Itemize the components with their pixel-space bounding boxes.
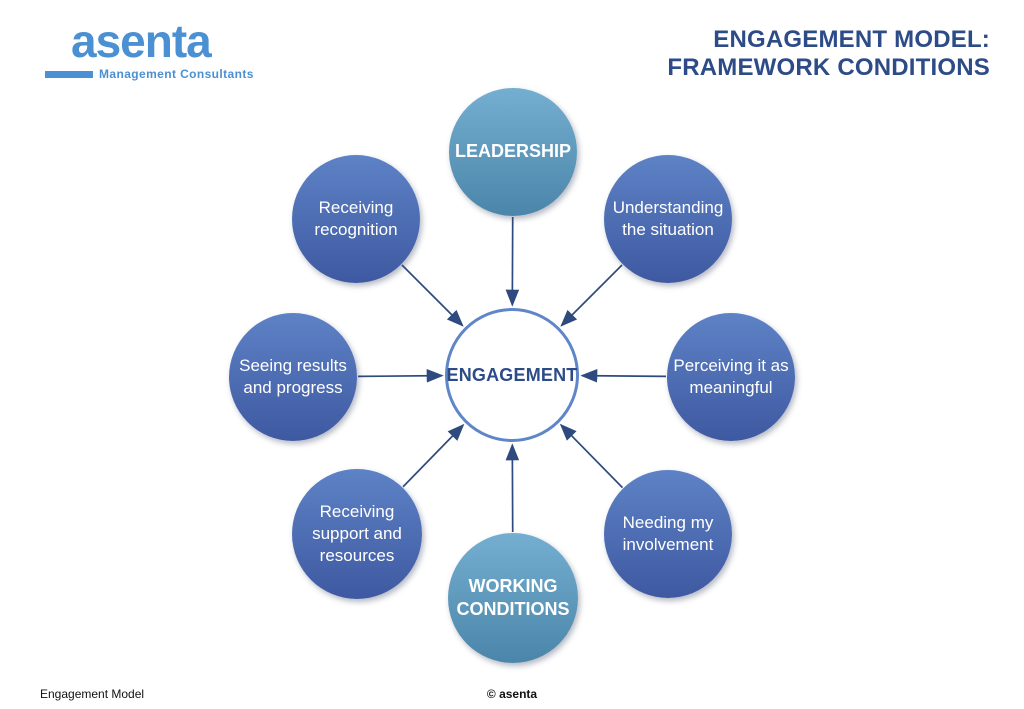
- node-label: Perceiving it as meaningful: [673, 356, 789, 397]
- slide-title-line2: FRAMEWORK CONDITIONS: [667, 54, 990, 81]
- slide-title: ENGAGEMENT MODEL: FRAMEWORK CONDITIONS: [667, 26, 990, 82]
- node-perceiving-it-as-meaningful: Perceiving it as meaningful: [667, 313, 795, 441]
- node-label: Receiving recognition: [314, 198, 398, 239]
- logo-wordmark: asenta: [71, 15, 212, 67]
- footer-copyright: © asenta: [486, 687, 538, 701]
- arrow-lines: [357, 216, 667, 533]
- asenta-logo: asenta Management Consultants: [45, 18, 254, 81]
- node-understanding-the-situation: Understanding the situation: [604, 155, 732, 283]
- node-label: LEADERSHIP: [455, 141, 572, 162]
- logo-tagline-row: Management Consultants: [45, 67, 254, 81]
- logo-underline-bar: [45, 70, 93, 78]
- node-label: Seeing results and progress: [239, 356, 347, 397]
- footer-document-name: Engagement Model: [40, 687, 145, 701]
- node-receiving-support-and-resources: Receiving support and resources: [292, 469, 422, 599]
- node-receiving-recognition: Receiving recognition: [292, 155, 420, 283]
- logo-tagline: Management Consultants: [99, 67, 254, 81]
- center-node-label: ENGAGEMENT: [446, 364, 578, 385]
- node-leadership: LEADERSHIP: [449, 88, 577, 216]
- node-seeing-results-and-progress: Seeing results and progress: [229, 313, 357, 441]
- slide-title-line1: ENGAGEMENT MODEL:: [713, 26, 990, 53]
- node-label: Needing my involvement: [622, 513, 714, 554]
- node-needing-my-involvement: Needing my involvement: [604, 470, 732, 598]
- node-label: WORKING CONDITIONS: [456, 575, 570, 619]
- node-label: Receiving support and resources: [312, 502, 402, 565]
- center-node-engagement: ENGAGEMENT: [445, 308, 579, 442]
- node-label: Understanding the situation: [612, 198, 724, 239]
- node-working-conditions: WORKING CONDITIONS: [448, 533, 578, 663]
